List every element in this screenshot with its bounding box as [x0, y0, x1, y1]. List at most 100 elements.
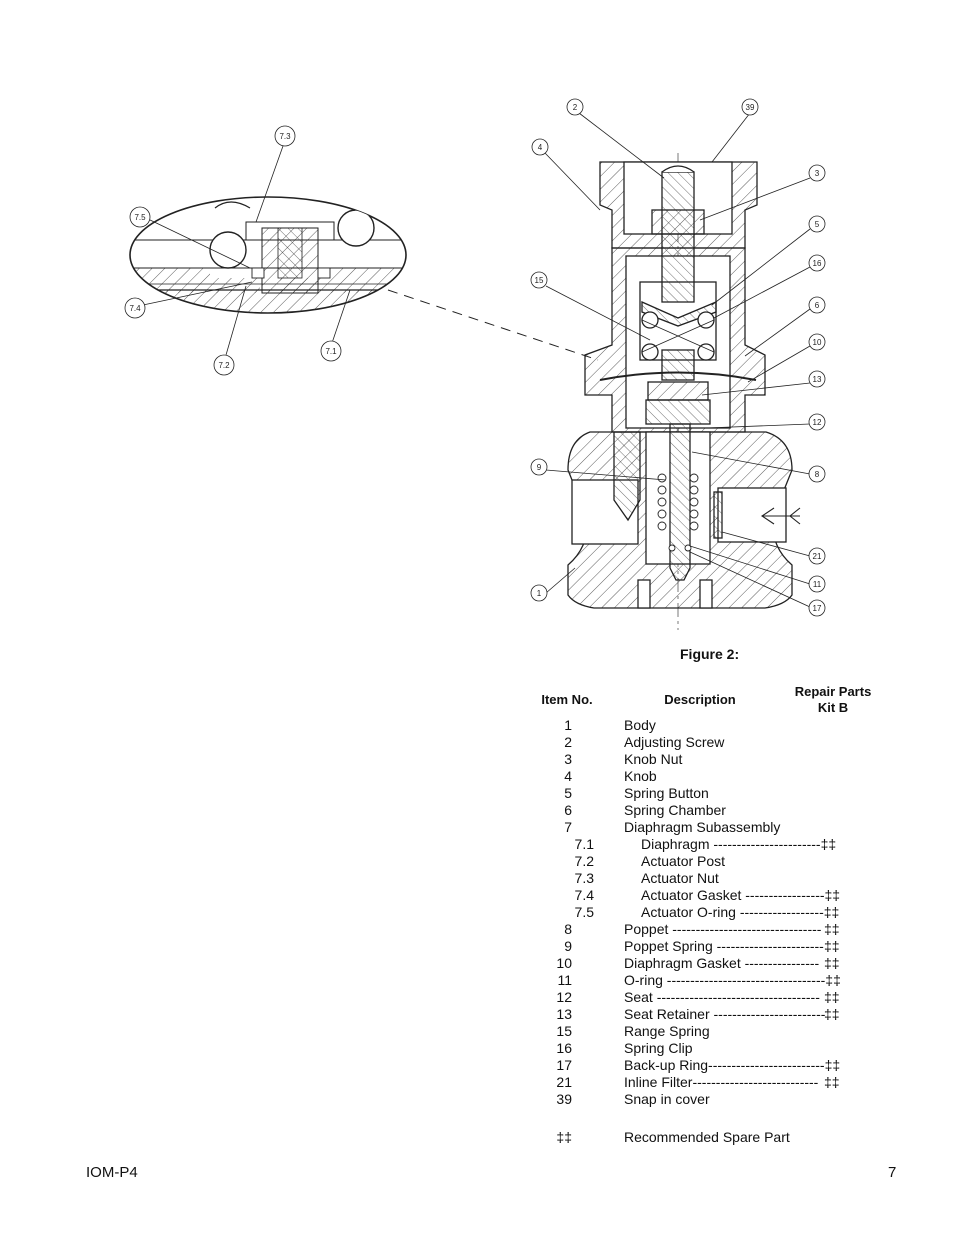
svg-text:8: 8 [815, 470, 820, 479]
table-row: 9 Poppet Spring -----------------------‡‡ [528, 938, 888, 955]
legend-row: ‡‡ Recommended Spare Part [528, 1129, 888, 1146]
spare-part-mark: ‡‡ [824, 955, 840, 971]
table-row: 7.2 Actuator Post [528, 853, 888, 870]
callout-9: 9 [530, 458, 548, 476]
item-number: 12 [556, 989, 572, 1005]
item-description: Actuator Gasket -----------------‡‡ [641, 887, 841, 903]
item-number: 5 [564, 785, 572, 801]
item-description: Inline Filter--------------------------- [624, 1074, 819, 1090]
main-section-view [567, 153, 801, 630]
item-number: 13 [556, 1006, 572, 1022]
svg-text:3: 3 [815, 169, 820, 178]
item-description: Knob Nut [624, 751, 683, 767]
table-row: 10 Diaphragm Gasket ----------------‡‡ [528, 955, 888, 972]
item-description: Spring Button [624, 785, 709, 801]
callout-6: 6 [808, 296, 826, 314]
item-number: 1 [564, 717, 572, 733]
item-description: O-ring ---------------------------------… [624, 972, 841, 988]
header-description: Description [664, 692, 736, 707]
svg-text:12: 12 [813, 418, 822, 427]
item-number: 7.1 [574, 836, 594, 852]
item-description: Body [624, 717, 656, 733]
item-number: 15 [556, 1023, 572, 1039]
item-number: 9 [564, 938, 572, 954]
svg-text:7.3: 7.3 [279, 132, 291, 141]
table-row: 12 Seat ---------------------------------… [528, 989, 888, 1006]
item-description: Actuator Post [641, 853, 726, 869]
item-description: Diaphragm Subassembly [624, 819, 781, 835]
table-row: 8 Poppet --------------------------------… [528, 921, 888, 938]
svg-text:39: 39 [746, 103, 755, 112]
item-description: Spring Clip [624, 1040, 693, 1056]
svg-text:10: 10 [813, 338, 822, 347]
callout-7-4: 7.4 [124, 297, 146, 319]
footer-page-number: 7 [888, 1164, 897, 1181]
callout-10: 10 [808, 333, 826, 351]
item-description: Diaphragm Gasket ---------------- [624, 955, 820, 971]
item-description: Seat ----------------------------------- [624, 989, 820, 1005]
table-row: 16 Spring Clip [528, 1040, 888, 1057]
item-number: 16 [556, 1040, 572, 1056]
header-repair-kit: Repair Parts Kit B [778, 684, 888, 716]
item-number: 8 [564, 921, 572, 937]
item-number: 7.2 [574, 853, 594, 869]
callout-5: 5 [808, 215, 826, 233]
item-description: Diaphragm -----------------------‡‡ [641, 836, 837, 852]
svg-text:4: 4 [538, 143, 543, 152]
table-row: 7 Diaphragm Subassembly [528, 819, 888, 836]
svg-text:6: 6 [815, 301, 820, 310]
callout-7-2: 7.2 [213, 354, 235, 376]
header-repair-kit-line1: Repair Parts [794, 684, 872, 699]
svg-text:7.4: 7.4 [129, 304, 141, 313]
callout-17: 17 [808, 599, 826, 617]
footer-doc-id: IOM-P4 [86, 1164, 138, 1181]
callout-4: 4 [531, 138, 549, 156]
item-number: 7.5 [574, 904, 594, 920]
callout-8: 8 [808, 465, 826, 483]
svg-text:2: 2 [573, 103, 578, 112]
spare-part-mark: ‡‡ [824, 938, 840, 954]
item-number: 17 [556, 1057, 572, 1073]
table-row: 1 Body [528, 717, 888, 734]
callout-leaders [142, 112, 811, 608]
item-number: 10 [556, 955, 572, 971]
callout-21: 21 [808, 547, 826, 565]
callout-11: 11 [808, 575, 826, 593]
item-number: 7.4 [574, 887, 594, 903]
table-row: 7.4 Actuator Gasket -----------------‡‡ [528, 887, 888, 904]
svg-text:7.5: 7.5 [134, 213, 146, 222]
table-row: 13 Seat Retainer ------------------------… [528, 1006, 888, 1023]
callout-2: 2 [566, 98, 584, 116]
svg-text:5: 5 [815, 220, 820, 229]
item-number: 11 [557, 972, 572, 988]
item-number: 4 [564, 768, 572, 784]
spare-part-mark: ‡‡ [824, 1074, 840, 1090]
spare-part-mark: ‡‡ [824, 989, 840, 1005]
item-number: 3 [564, 751, 572, 767]
table-row: 3 Knob Nut [528, 751, 888, 768]
svg-text:13: 13 [813, 375, 822, 384]
spare-part-mark: ‡‡ [824, 1006, 840, 1022]
item-description: Back-up Ring-------------------------‡‡ [624, 1057, 841, 1073]
svg-text:7.1: 7.1 [325, 347, 337, 356]
callout-7-3: 7.3 [274, 125, 296, 147]
svg-text:11: 11 [813, 580, 822, 589]
item-description: Poppet Spring ----------------------- [624, 938, 824, 954]
callout-12: 12 [808, 413, 826, 431]
item-description: Poppet -------------------------------- [624, 921, 822, 937]
item-number: 7 [564, 819, 572, 835]
item-description: Seat Retainer ------------------------ [624, 1006, 826, 1022]
callout-13: 13 [808, 370, 826, 388]
callout-3: 3 [808, 164, 826, 182]
table-row: 5 Spring Button [528, 785, 888, 802]
header-repair-kit-line2: Kit B [817, 700, 849, 715]
item-number: 21 [556, 1074, 572, 1090]
callout-1: 1 [530, 584, 548, 602]
legend-symbol: ‡‡ [556, 1129, 572, 1145]
figure-caption: Figure 2: [680, 646, 740, 662]
item-description: Actuator Nut [641, 870, 719, 886]
